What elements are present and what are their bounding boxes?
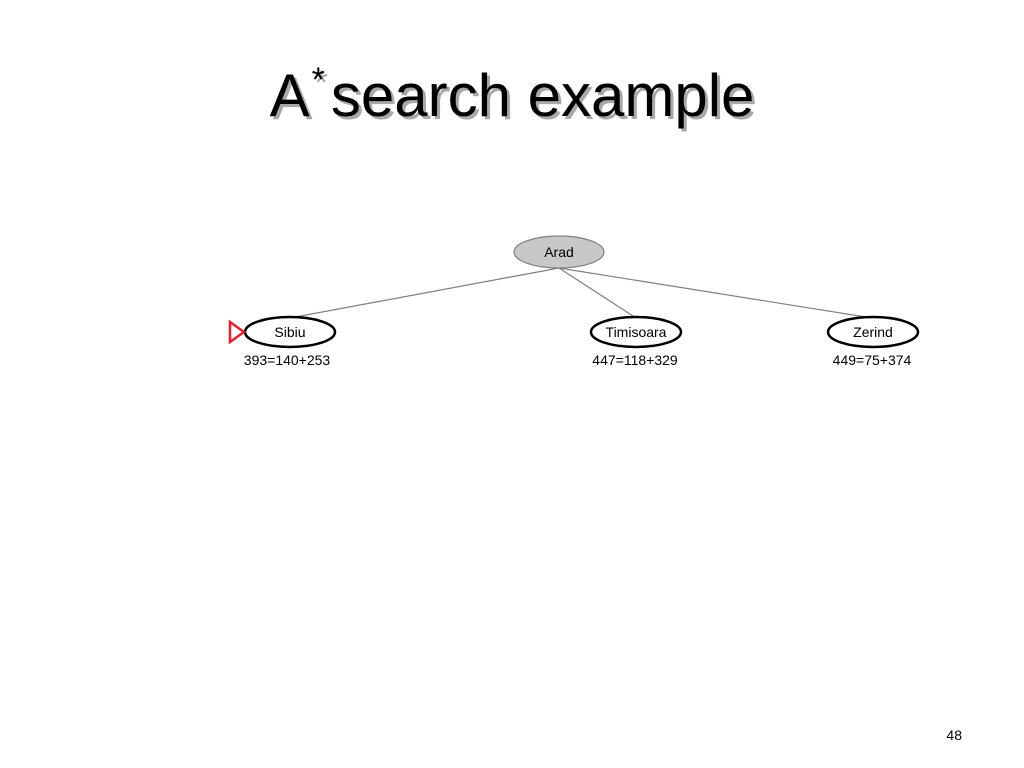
title-rest: search example: [330, 62, 755, 129]
edge-arad-timisoara: [558, 267, 637, 319]
f-value-zerind: 449=75+374: [833, 352, 912, 368]
tree-node-zerind: Zerind 449=75+374: [826, 315, 920, 368]
tree-node-timisoara: Timisoara 447=118+329: [589, 315, 683, 368]
title-superscript: *: [311, 61, 325, 99]
node-ellipse-zerind: [826, 315, 920, 349]
node-label-zerind: Zerind: [853, 324, 893, 340]
page-number: 48: [946, 727, 962, 743]
f-value-sibiu: 393=140+253: [244, 352, 331, 368]
tree-node-root: Arad: [513, 235, 605, 269]
node-label-timisoara: Timisoara: [606, 324, 667, 340]
next-expansion-pointer-icon: [228, 319, 247, 345]
node-ellipse-timisoara: [589, 315, 683, 349]
f-value-timisoara: 447=118+329: [592, 352, 678, 368]
title-main: A: [269, 62, 310, 129]
node-label-arad: Arad: [544, 244, 574, 260]
node-ellipse-arad: [513, 235, 605, 269]
node-label-sibiu: Sibiu: [274, 324, 305, 340]
tree-node-sibiu: Sibiu 393=140+253: [243, 315, 337, 368]
edge-arad-sibiu: [289, 267, 560, 319]
edge-arad-zerind: [558, 267, 873, 319]
slide-title: A*search example: [0, 60, 1024, 132]
